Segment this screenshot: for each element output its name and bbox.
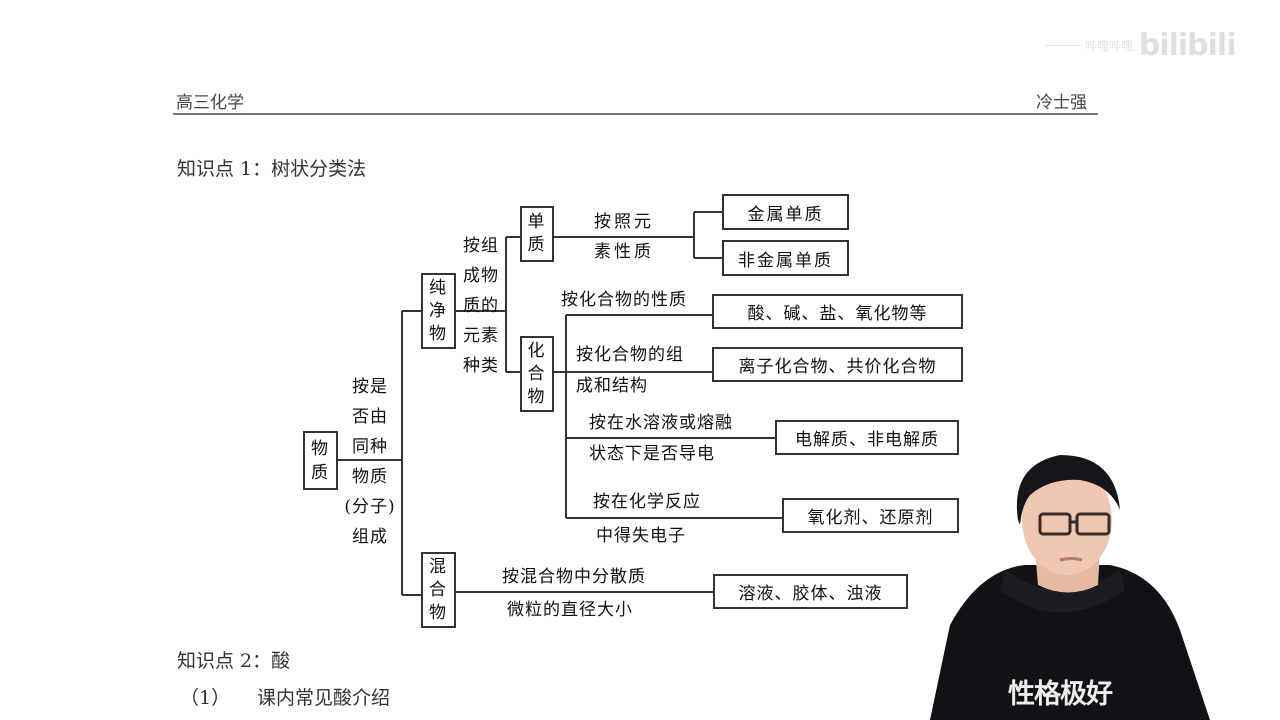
header-divider xyxy=(173,113,1098,115)
root-criterion-line: (分子) xyxy=(344,497,396,517)
node-pure-substance: 纯净物 xyxy=(421,273,456,349)
node-elemental: 单质 xyxy=(520,206,554,262)
elemental-criterion-2: 素性质 xyxy=(594,242,654,262)
root-criterion-line: 否由 xyxy=(352,407,388,427)
leaf-oxidant-reductant: 氧化剂、还原剂 xyxy=(782,498,959,533)
leaf-acid-base-salt-oxide: 酸、碱、盐、氧化物等 xyxy=(712,294,963,329)
node-compound-label: 化合物 xyxy=(527,340,547,407)
root-criterion: 按是 否由 同种 物质 (分子) 组成 xyxy=(342,372,398,552)
bilibili-watermark: 一一一 哔哩哔哩 bilibili xyxy=(1045,26,1260,64)
pure-criterion-line: 质的 xyxy=(463,296,499,316)
node-elemental-label: 单质 xyxy=(527,212,547,255)
section-title-2: 知识点 2：酸 xyxy=(177,650,291,672)
compound-branch-4-criterion-2: 中得失电子 xyxy=(596,526,686,546)
node-matter: 物质 xyxy=(303,431,338,490)
presenter-video xyxy=(930,455,1210,720)
pure-criterion-line: 种类 xyxy=(463,356,499,376)
pure-criterion-line: 按组 xyxy=(463,236,499,256)
pure-criterion-line: 成物 xyxy=(463,266,499,286)
node-compound: 化合物 xyxy=(520,336,554,412)
elemental-criterion-1: 按照元 xyxy=(594,212,654,232)
root-criterion-line: 同种 xyxy=(352,437,388,457)
node-mixture-label: 混合物 xyxy=(429,556,448,623)
mixture-criterion-1: 按混合物中分散质 xyxy=(502,567,646,587)
root-criterion-line: 组成 xyxy=(352,527,388,547)
header-subject: 高三化学 xyxy=(176,93,244,113)
pure-criterion-line: 元素 xyxy=(463,326,499,346)
compound-branch-3-criterion-2: 状态下是否导电 xyxy=(589,444,715,464)
watermark-text: 一一一 哔哩哔哩 xyxy=(1045,38,1133,53)
leaf-solution-colloid-suspension: 溶液、胶体、浊液 xyxy=(713,574,908,609)
section2-item-text: 课内常见酸介绍 xyxy=(257,687,391,709)
compound-branch-4-criterion-1: 按在化学反应 xyxy=(593,492,701,512)
header-teacher: 冷士强 xyxy=(1036,93,1087,113)
compound-branch-3-criterion-1: 按在水溶液或熔融 xyxy=(589,413,733,433)
compound-branch-2-criterion-1: 按化合物的组 xyxy=(576,345,684,365)
leaf-nonmetal-elemental: 非金属单质 xyxy=(722,240,849,276)
section-title-1: 知识点 1：树状分类法 xyxy=(177,158,367,180)
mixture-criterion-2: 微粒的直径大小 xyxy=(507,600,633,620)
compound-branch-1-criterion: 按化合物的性质 xyxy=(561,290,687,310)
root-criterion-line: 按是 xyxy=(352,377,388,397)
node-pure-label: 纯净物 xyxy=(429,277,448,344)
leaf-ionic-covalent: 离子化合物、共价化合物 xyxy=(712,347,963,382)
bilibili-logo-icon: bilibili xyxy=(1138,27,1237,63)
node-matter-label: 物质 xyxy=(311,438,330,483)
presenter-shirt-text: 性格极好 xyxy=(1008,679,1113,710)
pure-criterion: 按组 成物 质的 元素 种类 xyxy=(457,231,505,381)
section2-item-index: （1） xyxy=(180,687,231,709)
leaf-electrolyte: 电解质、非电解质 xyxy=(775,420,959,455)
root-criterion-line: 物质 xyxy=(352,467,388,487)
node-mixture: 混合物 xyxy=(421,552,456,628)
compound-branch-2-criterion-2: 成和结构 xyxy=(576,376,648,396)
leaf-metal-elemental: 金属单质 xyxy=(722,194,849,230)
